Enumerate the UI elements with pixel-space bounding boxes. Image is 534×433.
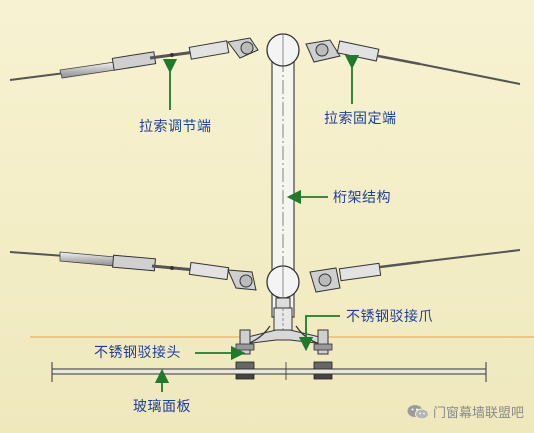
bottom-cable-left (9, 251, 257, 291)
watermark: 门窗幕墙联盟吧 (407, 402, 524, 421)
label-cable-adjust-end: 拉索调节端 (139, 119, 212, 135)
right-fitting (313, 329, 333, 380)
arrow-claw (298, 315, 340, 352)
glass-panel (51, 362, 487, 382)
wechat-icon (407, 404, 429, 420)
label-connector-head: 不锈钢驳接头 (94, 345, 181, 361)
top-cable-right (305, 39, 521, 85)
bottom-cable-right (309, 249, 521, 293)
label-spider-claw: 不锈钢驳接爪 (346, 309, 433, 325)
label-truss-structure: 桁架结构 (333, 190, 391, 206)
watermark-text: 门窗幕墙联盟吧 (432, 406, 524, 421)
top-cable-left (9, 37, 259, 81)
label-cable-fixed-end: 拉索固定端 (324, 111, 397, 127)
label-glass-panel: 玻璃面板 (133, 399, 191, 415)
